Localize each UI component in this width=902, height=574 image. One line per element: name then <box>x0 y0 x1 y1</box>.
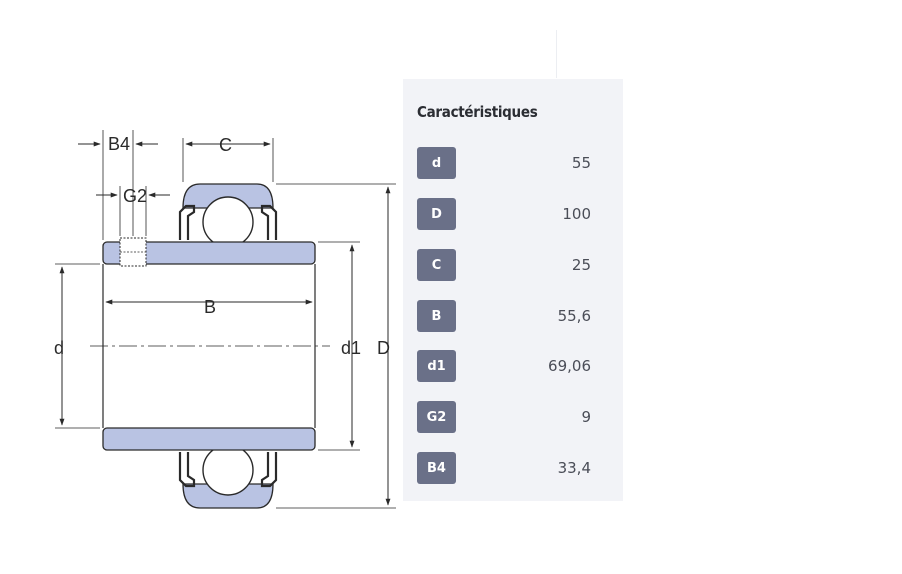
spec-value: 55 <box>571 154 591 172</box>
seal-bottom-left <box>178 452 196 488</box>
spec-badge: C <box>417 249 456 281</box>
label-b4: B4 <box>108 134 130 154</box>
spec-value: 33,4 <box>557 459 591 477</box>
specifications-panel: Caractéristiques d 55 D 100 C 25 B 55,6 … <box>403 79 623 501</box>
spec-value: 25 <box>571 256 591 274</box>
spec-badge: d1 <box>417 350 456 382</box>
seal-bottom-right <box>260 452 278 488</box>
spec-value: 55,6 <box>557 307 591 325</box>
spec-row-d: d 55 <box>417 147 591 179</box>
inner-ring-top <box>102 241 316 265</box>
spec-value: 9 <box>581 408 591 426</box>
label-g2: G2 <box>123 186 147 206</box>
set-screw <box>119 237 147 267</box>
spec-row-g2: G2 9 <box>417 401 591 433</box>
spec-badge: B <box>417 300 456 332</box>
spec-row-b4: B4 33,4 <box>417 452 591 484</box>
seal-top-left <box>178 204 196 240</box>
spec-row-c: C 25 <box>417 249 591 281</box>
outer-ring-bottom <box>182 483 274 509</box>
spec-badge: G2 <box>417 401 456 433</box>
specifications-title: Caractéristiques <box>417 103 538 121</box>
spec-row-big-d: D 100 <box>417 198 591 230</box>
spec-badge: B4 <box>417 452 456 484</box>
inner-ring-bottom <box>102 427 316 451</box>
label-c: C <box>219 135 232 155</box>
spec-value: 100 <box>562 205 591 223</box>
bearing-cross-section-drawing: B4 C G2 B d d1 D <box>54 130 396 509</box>
spec-row-b: B 55,6 <box>417 300 591 332</box>
label-d1: d1 <box>341 338 361 358</box>
label-d: d <box>54 338 64 358</box>
spec-badge: D <box>417 198 456 230</box>
outer-ring-top <box>182 183 274 209</box>
divider-line <box>556 30 557 78</box>
label-big-d: D <box>377 338 390 358</box>
spec-badge: d <box>417 147 456 179</box>
spec-row-d1: d1 69,06 <box>417 350 591 382</box>
ball-bottom <box>202 444 254 496</box>
seal-top-right <box>260 204 278 240</box>
ball-top <box>202 196 254 248</box>
spec-value: 69,06 <box>548 357 591 375</box>
label-b: B <box>204 297 216 317</box>
